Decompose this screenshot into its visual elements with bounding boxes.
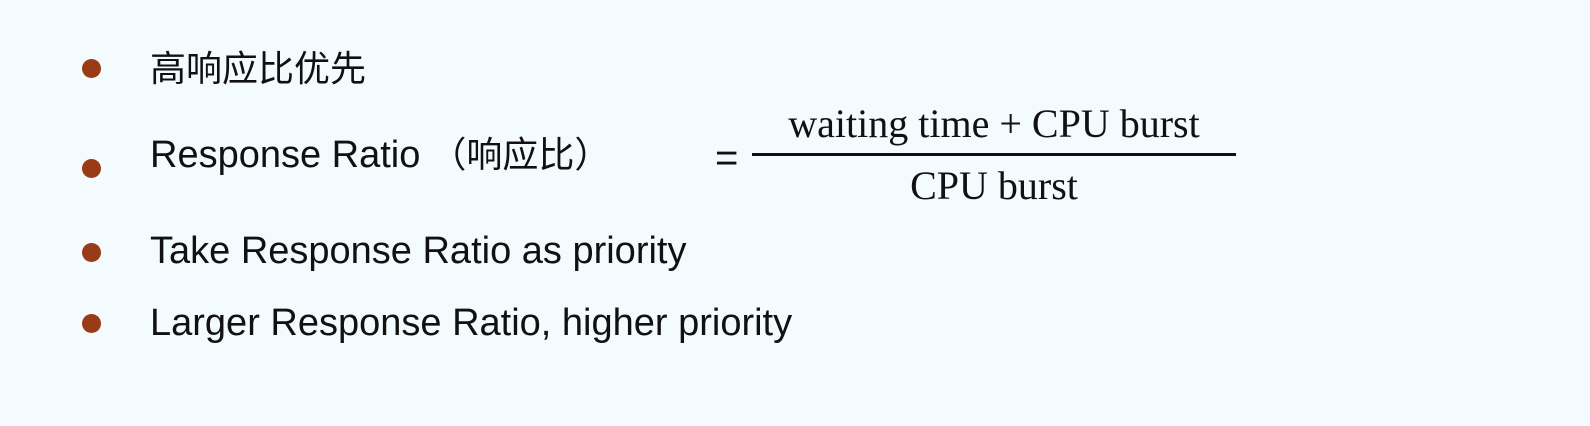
bullet-text-1: 高响应比优先 [150, 46, 366, 93]
bullet-text-4: Larger Response Ratio, higher priority [150, 302, 793, 344]
equals-sign: = [715, 136, 739, 180]
fraction-bar [752, 153, 1236, 156]
bullet-dot-4 [82, 314, 101, 333]
response-ratio-label-en: Response Ratio [150, 134, 421, 176]
formula-denominator: CPU burst [910, 163, 1078, 208]
bullet-text-3: Take Response Ratio as priority [150, 230, 687, 272]
response-ratio-formula: waiting time + CPU burst CPU burst [752, 100, 1236, 210]
bullet-dot-1 [82, 59, 101, 78]
formula-numerator: waiting time + CPU burst [788, 101, 1200, 146]
bullet-dot-2 [82, 159, 101, 178]
bullet-text-1-content: 高响应比优先 [150, 49, 367, 90]
bullet-dot-3 [82, 243, 101, 262]
response-ratio-label: Response Ratio（响应比） [150, 132, 610, 179]
response-ratio-label-cn: （响应比） [430, 135, 611, 176]
